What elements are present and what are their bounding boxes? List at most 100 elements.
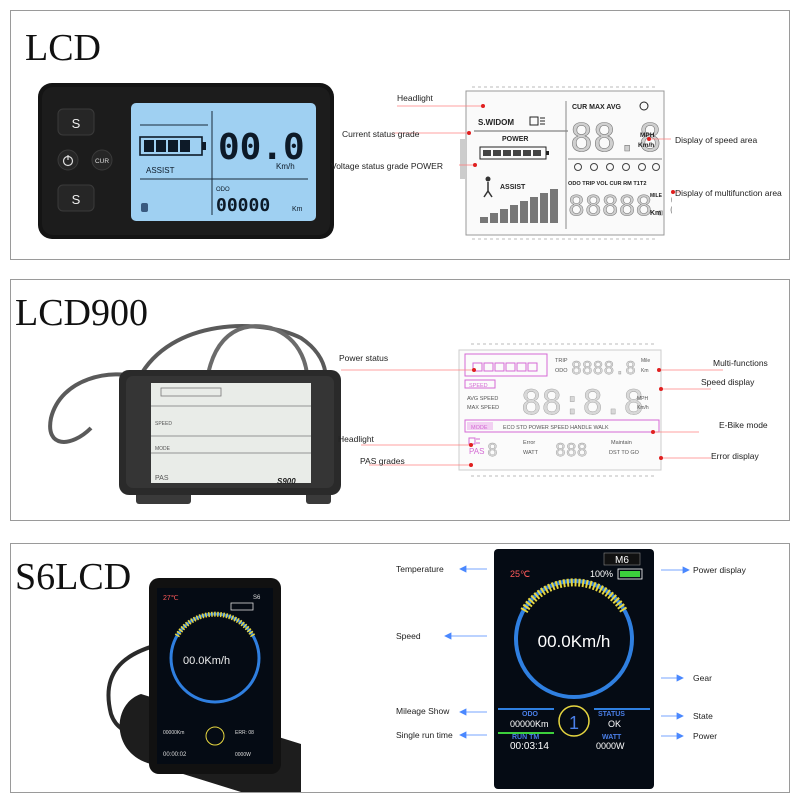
power-icon <box>62 155 74 167</box>
s6-odo: 00000Km <box>510 719 549 729</box>
diagram-assist: ASSIST <box>500 184 526 191</box>
lcd900-panel: LCD900 SPEED MODE PAS S900 <box>10 279 790 521</box>
lcd900-mode-label: MODE <box>155 446 171 452</box>
label-state: State <box>693 711 713 721</box>
label-runtime: Single run time <box>396 730 453 740</box>
s6-device-speed: 00.0Km/h <box>183 655 230 667</box>
lcd900-device: SPEED MODE PAS S900 <box>48 324 341 504</box>
lcd900-multi: 8888.8 <box>571 358 636 379</box>
assist-bars-icon <box>480 189 558 223</box>
diagram-multi: 88888.8 <box>568 189 672 222</box>
lock-icon <box>141 203 148 212</box>
diagram-km: Km <box>650 210 661 217</box>
lcd900-err-num: 888 <box>555 440 588 461</box>
lcd900-mile: Mile <box>641 358 650 364</box>
diagram-wisdom: S.WIDOM <box>478 118 514 127</box>
s6-odo-label: ODO <box>522 711 539 718</box>
s6-device-temp: 27℃ <box>163 595 179 602</box>
label-power-status: Power status <box>339 353 389 363</box>
s6-status-label: STATUS <box>598 711 625 718</box>
s6-model: M6 <box>615 555 629 566</box>
label-lcd900-headlight: Headlight <box>338 434 374 444</box>
label-mileage: Mileage Show <box>396 706 450 716</box>
s6lcd-device: 27℃ S6 00.0Km/h 00000Km ERR: 08 00:00:02… <box>106 578 301 792</box>
lcd900-watt: WATT <box>523 450 539 456</box>
label-error-display: Error display <box>711 451 759 461</box>
label-temperature: Temperature <box>396 564 444 574</box>
s6-device-status: ERR: 08 <box>235 730 254 736</box>
label-speed-area: Display of speed area <box>675 135 758 145</box>
label-multifunction-area: Display of multifunction area <box>675 188 782 198</box>
s6-device-power: 0000W <box>235 752 251 758</box>
lcd-diagram: S.WIDOM POWER ASSIST CUR MAX AVG 88.8 <box>460 86 672 240</box>
lcd-odo-label: ODO <box>216 187 230 193</box>
lcd900-max-speed: MAX SPEED <box>467 405 499 411</box>
s6-gear: 1 <box>569 713 579 733</box>
diagram-power: POWER <box>502 136 528 143</box>
lcd900-modes: ECO STD POWER SPEED HANDLE WALK <box>503 425 609 431</box>
label-ebike-mode: E-Bike mode <box>719 420 768 430</box>
lcd900-avg-speed: AVG SPEED <box>467 396 498 402</box>
lcd-cur-button[interactable]: CUR <box>91 149 113 171</box>
lcd900-model: S900 <box>277 477 296 486</box>
s6lcd-panel: S6LCD 27℃ S6 00.0Km/h 00000Km ERR: 08 00… <box>10 543 790 793</box>
s6-runtime: 00:03:14 <box>510 741 549 752</box>
lcd-screen <box>131 103 316 221</box>
s6-battery-percent: 100% <box>590 569 613 579</box>
lcd-down-button[interactable]: S <box>57 184 95 212</box>
s6-status: OK <box>608 719 621 729</box>
power-status-icon <box>472 362 538 372</box>
lcd-power-button[interactable] <box>57 149 79 171</box>
s6lcd-diagram: M6 25℃ 100% 00.0Km/h 1 ODO 00000Km STATU… <box>494 549 654 789</box>
label-gear: Gear <box>693 673 712 683</box>
s6-device-odo: 00000Km <box>163 730 184 736</box>
lcd-odo: 00000 <box>216 195 270 216</box>
lcd-assist: ASSIST <box>146 166 175 175</box>
walk-icon <box>483 176 493 198</box>
lcd900-pas-label: PAS <box>155 475 169 482</box>
s6-device-model: S6 <box>253 595 261 601</box>
s6-watt-label: WATT <box>602 734 622 741</box>
lcd900-pas: PAS <box>469 447 484 456</box>
label-pas-grades: PAS grades <box>360 456 405 466</box>
lcd900-mode-tag: MODE <box>471 425 488 431</box>
lcd-speed: 00.0 <box>218 127 305 168</box>
lcd900-speed-tag: SPEED <box>469 383 488 389</box>
s6lcd-title: S6LCD <box>15 556 132 598</box>
lcd-cur-label: CUR <box>95 158 109 165</box>
s6-device-battery-icon <box>230 602 254 611</box>
label-current-status: Current status grade <box>342 129 420 139</box>
s6-watt: 0000W <box>596 741 625 751</box>
diagram-mile: MILE <box>650 193 663 199</box>
lcd900-screen <box>151 383 311 483</box>
lcd900-title: LCD900 <box>15 292 148 334</box>
lcd-up-label: S <box>72 116 81 131</box>
lcd900-diagram: TRIP ODO 8888.8 Mile Km SPEED AVG SPEED … <box>458 343 662 477</box>
lcd900-mph: MPH <box>637 396 649 402</box>
lcd900-leaders <box>341 368 723 467</box>
lcd900-km: Km <box>641 368 649 374</box>
lcd-device: S CUR S ASSIST <box>38 83 334 239</box>
lcd-odo-unit: Km <box>292 206 303 213</box>
battery-icon <box>139 136 206 156</box>
s6-device-runtime: 00:00:02 <box>163 752 187 758</box>
lcd900-pas-num: 8 <box>487 440 498 461</box>
diagram-mph: MPH <box>640 132 655 139</box>
battery-icon <box>617 568 643 580</box>
lcd900-dst-to-go: DST TO GO <box>609 450 640 456</box>
label-speed-display: Speed display <box>701 377 755 387</box>
s6-runtm-label: RUN TM <box>512 734 539 741</box>
lcd900-speed: 88:8.8 <box>521 383 644 423</box>
label-multi-functions: Multi-functions <box>713 358 768 368</box>
clock-icon <box>639 101 649 111</box>
diagram-multi-labels: ODO TRIP VOL CUR RM T1T2 <box>568 181 646 187</box>
lcd-up-button[interactable]: S <box>57 108 95 136</box>
s6-temp: 25℃ <box>510 569 530 579</box>
lcd-down-label: S <box>72 192 81 207</box>
lcd900-maintain: Maintain <box>611 440 632 446</box>
label-power: Power <box>693 731 718 741</box>
status-icons <box>574 163 660 171</box>
lcd900-error: Error <box>523 440 535 446</box>
label-headlight: Headlight <box>397 93 433 103</box>
lcd900-kmh: Km/h <box>637 405 649 411</box>
